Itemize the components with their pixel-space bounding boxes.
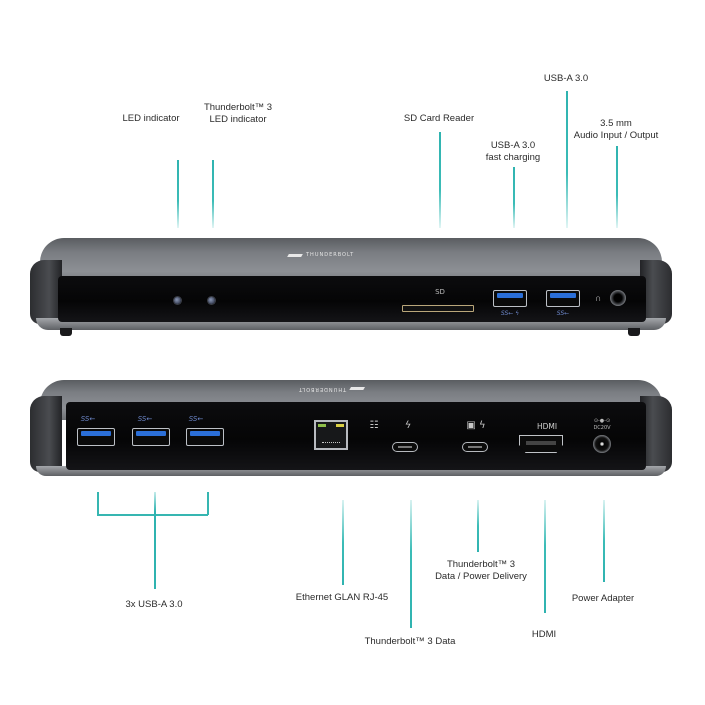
label-line: Thunderbolt™ 3 bbox=[203, 102, 273, 113]
label-tb3-led-indicator: Thunderbolt™ 3 LED indicator bbox=[204, 102, 272, 126]
callout-bracket-horizontal bbox=[97, 514, 208, 516]
dc-polarity-icon: ⊙-●-⊙ bbox=[593, 418, 611, 424]
usb-tongue bbox=[136, 431, 166, 436]
ethernet-pins bbox=[322, 442, 340, 444]
label-line: fast charging bbox=[485, 152, 541, 163]
label-line: Thunderbolt™ 3 Data bbox=[364, 636, 456, 647]
usb-a-fast-charging-port[interactable] bbox=[493, 290, 527, 307]
network-icon: ☷ bbox=[369, 420, 379, 431]
usb-tongue bbox=[550, 293, 576, 298]
usb-a-port-3[interactable] bbox=[186, 428, 224, 446]
label-usb-a-fast-charging: USB-A 3.0 fast charging bbox=[486, 140, 540, 164]
callout-line-usb-fast bbox=[513, 167, 515, 228]
label-usb-a: USB-A 3.0 bbox=[544, 73, 588, 85]
sd-marking: SD bbox=[435, 288, 445, 296]
thunderbolt-icon: ϟ bbox=[404, 420, 412, 431]
callout-line-audio bbox=[616, 146, 618, 228]
hdmi-port[interactable] bbox=[519, 435, 563, 453]
label-usb-a-x3: 3x USB-A 3.0 bbox=[125, 599, 182, 611]
usb-a-port[interactable] bbox=[546, 290, 580, 307]
dock-left-side bbox=[30, 396, 62, 472]
sd-card-slot[interactable] bbox=[402, 305, 474, 312]
thunderbolt-3-pd-port[interactable] bbox=[462, 442, 488, 452]
usb-superspeed-icon: SS← bbox=[188, 415, 204, 423]
label-line: LED indicator bbox=[122, 113, 180, 124]
callout-line-tb3-led bbox=[212, 160, 214, 228]
usb-tongue bbox=[497, 293, 523, 298]
ethernet-link-led bbox=[318, 424, 326, 427]
usb-a-port-2[interactable] bbox=[132, 428, 170, 446]
callout-line-hdmi bbox=[544, 500, 546, 613]
label-line: Thunderbolt™ 3 bbox=[446, 559, 516, 570]
dock-rear-view: THUNDERBOLT SS← SS← SS← ☷ ϟ ▣ ϟ HDMI ⊙-●… bbox=[30, 380, 672, 480]
tb3-led-indicator bbox=[208, 297, 215, 304]
thunderbolt-3-data-port[interactable] bbox=[392, 442, 418, 452]
label-hdmi: HDMI bbox=[532, 629, 556, 641]
usb-tongue bbox=[81, 431, 111, 436]
label-tb3-data-pd: Thunderbolt™ 3 Data / Power Delivery bbox=[435, 559, 527, 583]
label-line: HDMI bbox=[531, 629, 557, 640]
usb-superspeed-charging-icon: SS← ϟ bbox=[500, 310, 520, 317]
callout-bracket-right bbox=[207, 492, 209, 515]
label-line: Audio Input / Output bbox=[573, 130, 659, 141]
usb-a-port-1[interactable] bbox=[77, 428, 115, 446]
brand-logo-inverted: THUNDERBOLT bbox=[298, 384, 366, 394]
dock-foot bbox=[60, 328, 72, 336]
hdmi-marking: HDMI bbox=[536, 422, 558, 431]
usb-tongue bbox=[190, 431, 220, 436]
callout-line-usb bbox=[566, 91, 568, 228]
usb-superspeed-icon: SS← bbox=[137, 415, 153, 423]
callout-line-tb3-pd bbox=[477, 500, 479, 552]
thunderbolt-logo-icon bbox=[349, 387, 366, 391]
label-led-indicator: LED indicator bbox=[122, 113, 179, 125]
usb-superspeed-icon: SS← bbox=[556, 310, 570, 317]
label-tb3-data: Thunderbolt™ 3 Data bbox=[365, 636, 456, 648]
dc-rating: DC20V bbox=[593, 425, 611, 431]
label-line: Data / Power Delivery bbox=[435, 571, 527, 582]
ethernet-port[interactable] bbox=[314, 420, 348, 450]
dock-left-side bbox=[30, 260, 62, 324]
brand-logo: THUNDERBOLT bbox=[287, 250, 355, 260]
dc-marking: ⊙-●-⊙ DC20V bbox=[593, 418, 610, 432]
label-ethernet: Ethernet GLAN RJ-45 bbox=[296, 592, 388, 604]
brand-text: THUNDERBOLT bbox=[306, 252, 355, 258]
callout-line-power bbox=[603, 500, 605, 582]
callout-line-led bbox=[177, 160, 179, 228]
label-sd-card-reader: SD Card Reader bbox=[404, 113, 474, 125]
headphones-icon: ∩ bbox=[595, 293, 602, 303]
usb-superspeed-icon: SS← bbox=[80, 415, 96, 423]
label-line: 3.5 mm bbox=[600, 118, 632, 129]
label-line: Ethernet GLAN RJ-45 bbox=[295, 592, 389, 603]
dock-foot bbox=[628, 328, 640, 336]
callout-line-ethernet bbox=[342, 500, 344, 585]
callout-line-tb3-data bbox=[410, 500, 412, 628]
label-line: LED indicator bbox=[209, 114, 267, 125]
callout-line-sd bbox=[439, 132, 441, 228]
brand-text: THUNDERBOLT bbox=[298, 386, 347, 392]
ethernet-activity-led bbox=[336, 424, 344, 427]
callout-line-usb-x3 bbox=[154, 492, 156, 589]
led-indicator bbox=[174, 297, 181, 304]
label-audio: 3.5 mm Audio Input / Output bbox=[574, 118, 659, 142]
callout-bracket-left bbox=[97, 492, 99, 515]
thunderbolt-logo-icon bbox=[287, 253, 303, 257]
dc-power-jack[interactable] bbox=[593, 435, 611, 453]
audio-jack[interactable] bbox=[610, 290, 626, 306]
label-line: 3x USB-A 3.0 bbox=[125, 599, 183, 610]
dock-bottom-edge bbox=[36, 466, 666, 476]
label-line: USB-A 3.0 bbox=[543, 73, 589, 84]
dock-front-view: THUNDERBOLT SD SS← ϟ SS← ∩ bbox=[30, 238, 672, 336]
label-line: USB-A 3.0 bbox=[490, 140, 536, 151]
label-power-adapter: Power Adapter bbox=[572, 593, 634, 605]
label-line: Power Adapter bbox=[571, 593, 635, 604]
label-line: SD Card Reader bbox=[403, 113, 475, 124]
thunderbolt-laptop-icon: ▣ ϟ bbox=[466, 420, 486, 431]
